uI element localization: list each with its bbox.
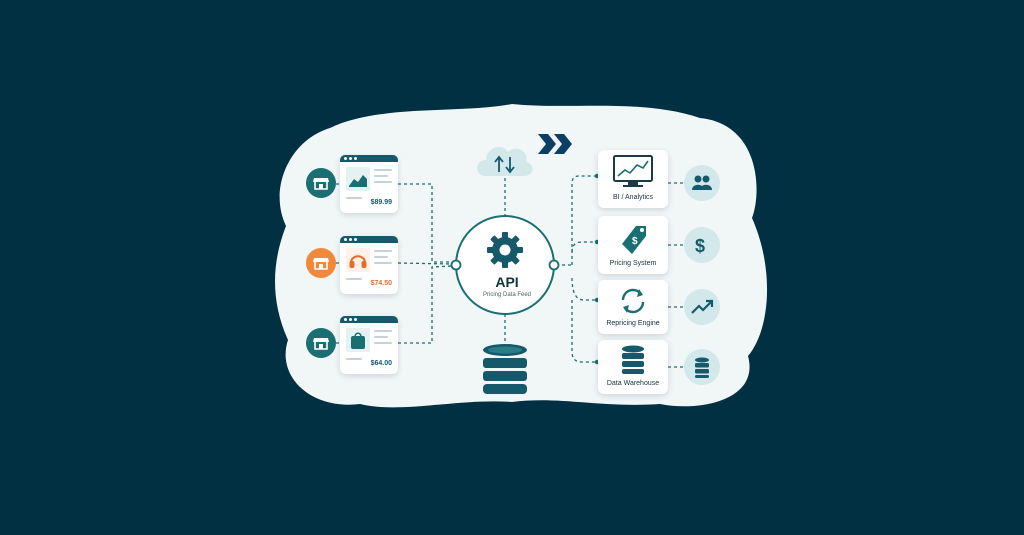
chart-image-icon bbox=[346, 167, 370, 191]
source-card-3: $64.00 bbox=[340, 316, 398, 374]
connector-hub-pricing bbox=[571, 241, 597, 253]
hub-port-right bbox=[548, 259, 560, 271]
side-circle-users bbox=[684, 165, 720, 201]
svg-text:$: $ bbox=[632, 236, 638, 247]
refresh-icon bbox=[621, 288, 645, 314]
shopping-bag-icon bbox=[346, 328, 370, 352]
store-circle-1 bbox=[306, 168, 336, 198]
hub-port-left bbox=[450, 259, 462, 271]
trend-up-icon bbox=[691, 299, 714, 314]
storefront-icon bbox=[313, 338, 329, 350]
hub-label: API Pricing Data Feed bbox=[460, 274, 554, 298]
destination-card-warehouse: Data Warehouse bbox=[598, 340, 668, 394]
destination-label: Data Warehouse bbox=[606, 380, 660, 387]
store-circle-2 bbox=[306, 248, 336, 278]
storefront-icon bbox=[313, 258, 329, 270]
destination-label: Pricing System bbox=[609, 260, 657, 267]
side-circle-trend bbox=[684, 289, 720, 325]
destination-card-repricing: Repricing Engine bbox=[598, 280, 668, 334]
destination-card-pricing: $ Pricing System bbox=[598, 216, 668, 274]
database-icon bbox=[695, 357, 709, 378]
database-icon bbox=[483, 344, 527, 394]
headphones-icon bbox=[346, 248, 370, 272]
price-label: $74.50 bbox=[370, 280, 392, 287]
double-chevron-logo-icon bbox=[538, 134, 572, 154]
hub-title: API bbox=[495, 274, 519, 290]
gear-icon bbox=[487, 232, 523, 268]
destination-label: BI / Analytics bbox=[612, 194, 654, 201]
price-tag-icon: $ bbox=[622, 226, 646, 254]
dollar-icon: $ bbox=[695, 236, 705, 256]
connector-hub-warehouse bbox=[571, 300, 597, 363]
cloud-upload-download-icon bbox=[477, 146, 533, 176]
database-icon bbox=[622, 345, 644, 374]
connector-source3-hub bbox=[398, 265, 453, 344]
source-card-1: $89.99 bbox=[340, 155, 398, 213]
price-label: $89.99 bbox=[370, 199, 392, 206]
users-icon bbox=[692, 175, 712, 190]
source-card-2: $74.50 bbox=[340, 236, 398, 294]
connector-source1-hub bbox=[398, 183, 452, 263]
destination-card-bi: BI / Analytics bbox=[598, 150, 668, 208]
hub-subtitle: Pricing Data Feed bbox=[482, 292, 532, 298]
side-circle-dollar: $ bbox=[684, 227, 720, 263]
side-circle-database bbox=[684, 349, 720, 385]
store-circle-3 bbox=[306, 328, 336, 358]
svg-text:$: $ bbox=[695, 236, 705, 256]
destination-label: Repricing Engine bbox=[606, 320, 660, 327]
price-label: $64.00 bbox=[370, 360, 392, 367]
storefront-icon bbox=[313, 178, 329, 190]
monitor-chart-icon bbox=[613, 155, 653, 187]
connector-hub-repricing bbox=[571, 277, 597, 301]
